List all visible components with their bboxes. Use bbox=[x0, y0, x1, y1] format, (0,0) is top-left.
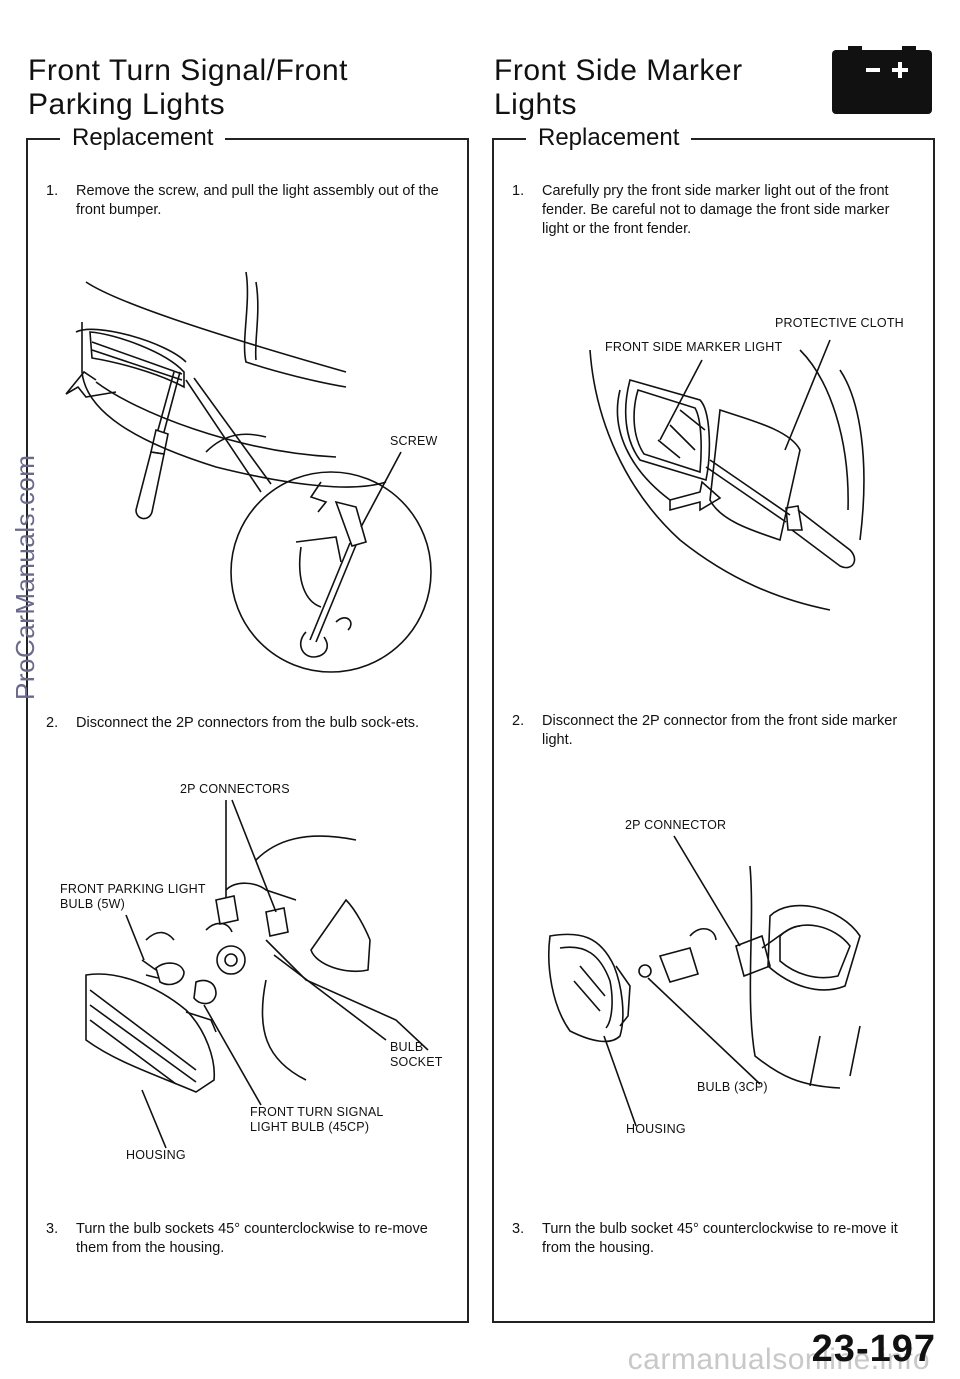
callout-side-marker: FRONT SIDE MARKER LIGHT bbox=[605, 340, 783, 354]
right-section-heading: Replacement bbox=[501, 122, 692, 154]
left-page-title: Front Turn Signal/Front Parking Lights bbox=[28, 54, 348, 122]
callout-parking-bulb: FRONT PARKING LIGHT BULB (5W) bbox=[60, 882, 206, 911]
right-step-1: 1. Carefully pry the front side marker l… bbox=[512, 183, 890, 237]
illustration-bumper-screw bbox=[65, 271, 432, 673]
illustration-side-marker-pry bbox=[589, 339, 865, 611]
left-step-3: 3. Turn the bulb sockets 45° countercloc… bbox=[46, 1221, 428, 1256]
left-title-line2: Parking Lights bbox=[28, 88, 226, 121]
callout-2p-connector: 2P CONNECTOR bbox=[625, 818, 727, 832]
left-panel: Replacement bbox=[26, 122, 469, 1323]
battery-icon bbox=[832, 46, 932, 114]
illustration-connectors-housing bbox=[85, 799, 429, 1149]
page-number: 23-197 bbox=[811, 1328, 936, 1370]
callout-bulb-socket: BULB SOCKET bbox=[390, 1040, 443, 1069]
callout-right-housing: HOUSING bbox=[626, 1122, 686, 1136]
footer-site: carmanualsonline.info bbox=[627, 1343, 930, 1376]
right-panel: Replacement bbox=[492, 122, 935, 1323]
left-step-1: 1. Remove the screw, and pull the light … bbox=[46, 183, 439, 218]
left-section-heading: Replacement bbox=[35, 122, 226, 154]
callout-turn-bulb: FRONT TURN SIGNAL LIGHT BULB (45CP) bbox=[250, 1105, 384, 1134]
left-title-line1: Front Turn Signal/Front bbox=[28, 54, 348, 87]
callout-2p-connectors: 2P CONNECTORS bbox=[180, 782, 290, 796]
right-step-3: 3. Turn the bulb socket 45° counterclock… bbox=[512, 1221, 898, 1256]
illustration-marker-connector-housing bbox=[548, 835, 861, 1127]
right-step-2: 2. Disconnect the 2P connector from the … bbox=[512, 713, 898, 748]
callout-left-housing: HOUSING bbox=[126, 1148, 186, 1162]
right-title-line2: Lights bbox=[494, 88, 578, 121]
left-step-2: 2. Disconnect the 2P connectors from the… bbox=[46, 715, 420, 731]
callout-screw: SCREW bbox=[390, 434, 438, 448]
callout-bulb-3cp: BULB (3CP) bbox=[697, 1080, 768, 1094]
callout-protective-cloth: PROTECTIVE CLOTH bbox=[775, 316, 904, 330]
watermark: ProCarManuals.com bbox=[10, 454, 40, 700]
right-title-line1: Front Side Marker bbox=[494, 54, 743, 87]
right-page-title: Front Side Marker Lights bbox=[494, 54, 743, 122]
